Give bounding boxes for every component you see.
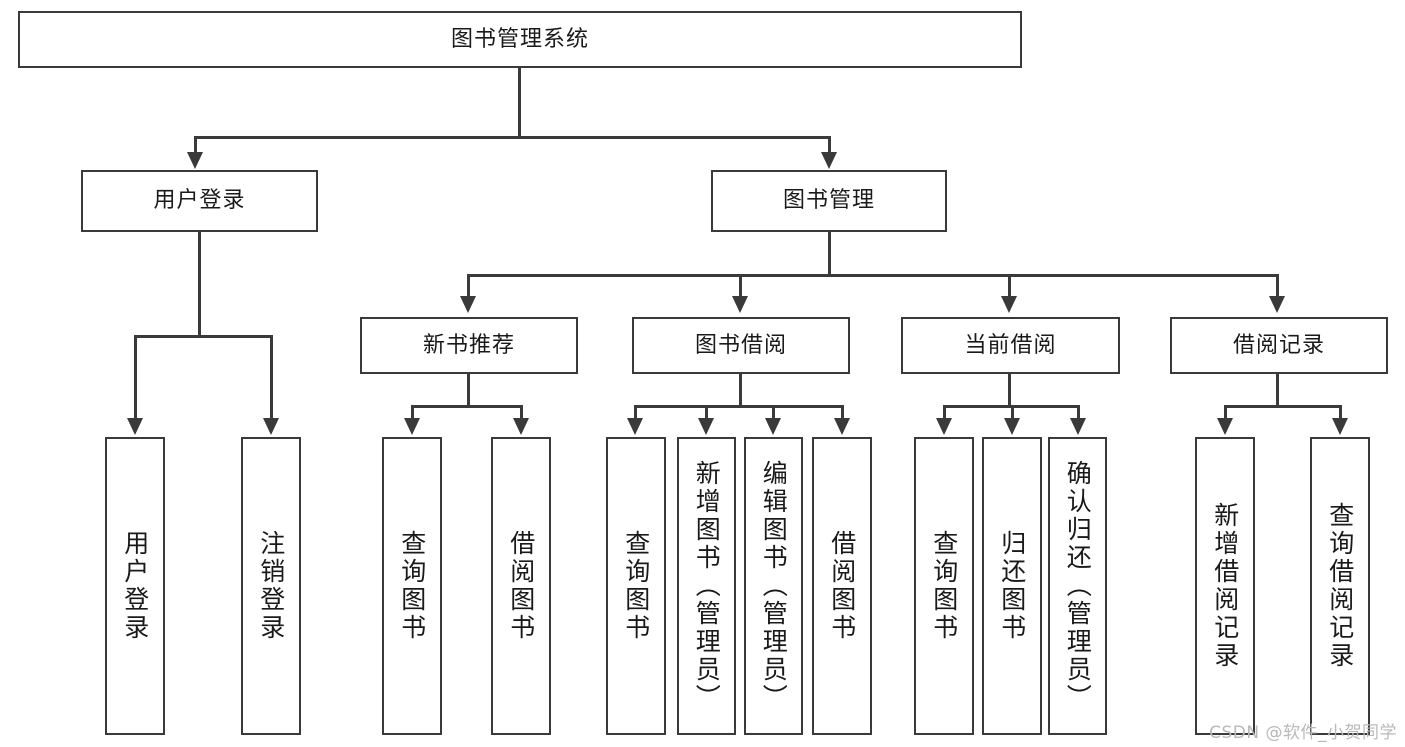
node-user-login[interactable]: 用户登录 [81,170,318,232]
leaf-book-borrow-borrow-book[interactable]: 借阅图书 [812,437,872,735]
arrow-user-login-to-leaf-2 [263,418,279,435]
leaf-new-book-borrow-book[interactable]: 借阅图书 [491,437,551,735]
connector-bm-to-book-borrow [739,274,742,297]
leaf-new-book-query-book[interactable]: 查询图书 [382,437,442,735]
arrow-root-to-user-login [187,152,203,169]
arrow-bb-to-leaf-4 [834,418,850,435]
leaf-current-borrow-return-book[interactable]: 归还图书 [982,437,1042,735]
connector-root-stem [518,68,521,136]
node-label: 确认归还（管理员） [1063,460,1093,712]
connector-bb-to-leaf-3 [772,405,775,419]
connector-bm-to-new-book [467,274,470,297]
arrow-user-login-to-leaf-1 [127,418,143,435]
node-book-borrow[interactable]: 图书借阅 [632,317,850,374]
connector-current-borrow-stem [1008,374,1011,405]
arrow-bb-to-leaf-3 [765,418,781,435]
connector-br-to-leaf-1 [1224,405,1227,419]
node-current-borrow[interactable]: 当前借阅 [901,317,1120,374]
connector-cb-to-leaf-3 [1077,405,1080,419]
connector-user-login-bar [134,335,273,338]
connector-br-to-leaf-2 [1339,405,1342,419]
node-label: 借阅记录 [1232,332,1325,358]
connector-bm-to-borrow-record [1276,274,1279,297]
arrow-bb-to-leaf-2 [698,418,714,435]
arrow-bm-to-current-borrow [1001,296,1017,313]
node-label: 查询图书 [397,530,427,642]
node-borrow-record[interactable]: 借阅记录 [1170,317,1388,374]
connector-nb-to-leaf-2 [520,405,523,419]
arrow-bb-to-leaf-1 [627,418,643,435]
leaf-user-login-logout[interactable]: 注销登录 [241,437,301,735]
watermark-csdn: CSDN @软件_小贺同学 [1209,723,1397,743]
arrow-nb-to-leaf-1 [404,418,420,435]
connector-bb-to-leaf-1 [634,405,637,419]
node-label: 查询图书 [929,530,959,642]
arrow-cb-to-leaf-3 [1070,418,1086,435]
node-label: 用户登录 [153,188,246,214]
connector-new-book-bar [411,405,523,408]
connector-cb-to-leaf-2 [1011,405,1014,419]
node-label: 新增借阅记录 [1210,502,1240,670]
node-label: 图书借阅 [694,332,787,358]
connector-new-book-stem [467,374,470,405]
arrow-cb-to-leaf-2 [1004,418,1020,435]
arrow-root-to-book-management [821,152,837,169]
arrow-bm-to-new-book [460,296,476,313]
node-label: 图书管理系统 [450,26,589,52]
connector-cb-to-leaf-1 [943,405,946,419]
leaf-book-borrow-edit-book-admin[interactable]: 编辑图书（管理员） [744,437,803,735]
connector-root-to-user-login [194,136,197,153]
arrow-nb-to-leaf-2 [513,418,529,435]
connector-borrow-record-bar [1224,405,1342,408]
connector-user-login-stem [198,232,201,335]
arrow-br-to-leaf-1 [1217,418,1233,435]
connector-book-borrow-bar [634,405,844,408]
node-label: 新书推荐 [422,332,515,358]
leaf-borrow-record-query-record[interactable]: 查询借阅记录 [1310,437,1370,735]
connector-bb-to-leaf-2 [705,405,708,419]
leaf-current-borrow-query-book[interactable]: 查询图书 [914,437,974,735]
connector-book-management-bar [467,274,1279,277]
connector-user-login-to-leaf-1 [134,335,137,419]
node-book-management[interactable]: 图书管理 [711,170,947,232]
node-label: 借阅图书 [827,530,857,642]
connector-book-borrow-stem [739,374,742,405]
connector-root-to-book-management [828,136,831,153]
node-label: 用户登录 [120,530,150,642]
leaf-book-borrow-add-book-admin[interactable]: 新增图书（管理员） [677,437,736,735]
connector-bb-to-leaf-4 [841,405,844,419]
node-label: 注销登录 [256,530,286,642]
connector-user-login-to-leaf-2 [270,335,273,419]
arrow-bm-to-borrow-record [1269,296,1285,313]
arrow-bm-to-book-borrow [732,296,748,313]
leaf-book-borrow-query-book[interactable]: 查询图书 [606,437,666,735]
connector-bm-to-current-borrow [1008,274,1011,297]
node-label: 查询图书 [621,530,651,642]
leaf-user-login-login[interactable]: 用户登录 [105,437,165,735]
node-label: 查询借阅记录 [1325,502,1355,670]
leaf-borrow-record-add-record[interactable]: 新增借阅记录 [1195,437,1255,735]
connector-root-bar [194,136,831,139]
node-label: 借阅图书 [506,530,536,642]
leaf-current-borrow-confirm-return-admin[interactable]: 确认归还（管理员） [1048,437,1107,735]
node-label: 图书管理 [782,188,875,214]
arrow-cb-to-leaf-1 [936,418,952,435]
arrow-br-to-leaf-2 [1332,418,1348,435]
node-root-book-management-system[interactable]: 图书管理系统 [18,11,1022,68]
connector-book-management-stem [828,232,831,274]
node-label: 编辑图书（管理员） [759,460,789,712]
node-label: 新增图书（管理员） [692,460,722,712]
connector-borrow-record-stem [1276,374,1279,405]
node-new-book-recommend[interactable]: 新书推荐 [360,317,578,374]
node-label: 当前借阅 [964,332,1057,358]
node-label: 归还图书 [997,530,1027,642]
connector-nb-to-leaf-1 [411,405,414,419]
